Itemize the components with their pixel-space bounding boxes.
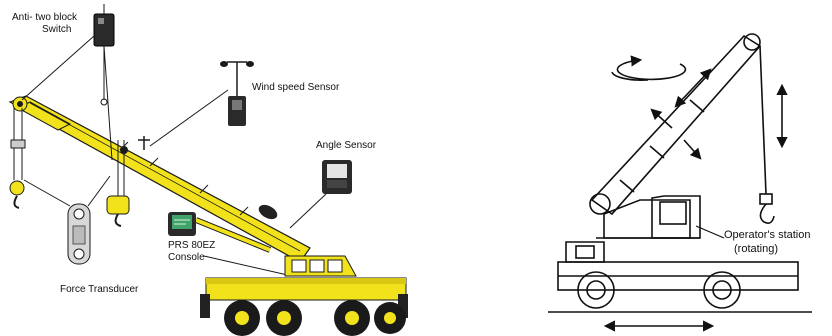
luff-arrow-down xyxy=(684,140,700,158)
console-leader xyxy=(204,256,292,276)
angle-sensor-leader xyxy=(290,194,326,228)
wind-sensor-leader xyxy=(150,90,228,146)
anti-two-block-leader xyxy=(22,36,94,100)
wind-speed-sensor xyxy=(220,61,254,126)
right-motion-diagram: Operator's station (rotating) xyxy=(548,34,812,326)
hook-block-left xyxy=(10,140,25,208)
anti-two-block-switch xyxy=(94,4,114,105)
label-wind-speed-sensor: Wind speed Sensor xyxy=(252,82,340,93)
hook-block-right xyxy=(107,196,129,226)
crane-carrier xyxy=(200,256,408,336)
label-prs-console-2: Console xyxy=(168,252,205,263)
superstructure xyxy=(596,196,700,238)
label-force-transducer: Force Transducer xyxy=(60,284,139,295)
label-operator-station-2: (rotating) xyxy=(734,243,778,255)
label-anti-two-block-1: Anti- two block xyxy=(12,12,78,23)
label-operator-station-1: Operator's station xyxy=(724,229,810,241)
label-prs-console-1: PRS 80EZ xyxy=(168,240,215,251)
left-sensor-diagram: Anti- two block Switch Wind speed Sensor… xyxy=(10,4,408,336)
prs-console xyxy=(168,212,196,236)
boom-extend-arrow xyxy=(676,70,710,106)
transducer-leader-a xyxy=(24,180,70,206)
hoist-rope-hook xyxy=(760,46,774,223)
slew-rotation-arrow xyxy=(612,60,685,80)
label-anti-two-block-2: Switch xyxy=(42,24,71,35)
angle-sensor xyxy=(322,160,352,194)
label-angle-sensor: Angle Sensor xyxy=(316,140,377,151)
crane-boom xyxy=(10,96,310,262)
telescopic-boom xyxy=(590,34,760,214)
force-transducer xyxy=(68,204,90,264)
